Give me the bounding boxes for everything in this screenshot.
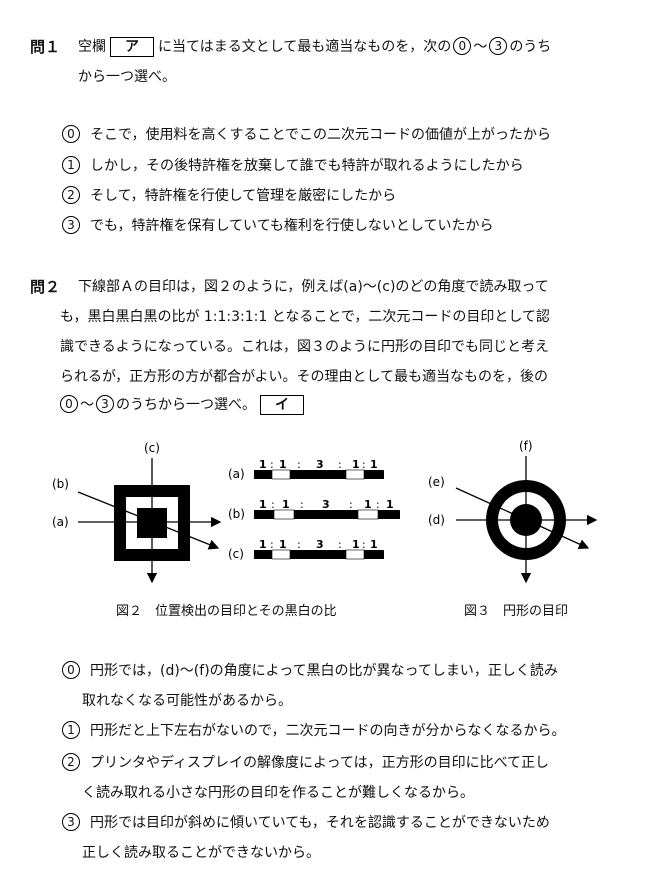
svg-text:3: 3 bbox=[316, 538, 324, 551]
q1-blank-box: ア bbox=[110, 37, 154, 57]
q1-text-c: のうち bbox=[509, 39, 552, 55]
q2-option-2[interactable]: 2 プリンタやディスプレイの解像度によっては，正方形の目印に比べて正し bbox=[60, 752, 549, 772]
svg-text::: : bbox=[338, 538, 342, 551]
q1-option-2[interactable]: 2 そして，特許権を行使して管理を厳密にしたから bbox=[60, 185, 396, 205]
svg-text:1: 1 bbox=[352, 538, 360, 551]
q1-stem-line2: から一つ選べ。 bbox=[78, 69, 176, 85]
svg-text:1: 1 bbox=[279, 538, 287, 551]
q2-text: のうちから一つ選べ。 bbox=[116, 397, 256, 413]
tilde: 〜 bbox=[473, 39, 488, 55]
circled-number: 1 bbox=[62, 156, 80, 174]
circled-number: 0 bbox=[60, 395, 78, 413]
svg-text::: : bbox=[362, 458, 366, 471]
q2-option-3-cont: 正しく読み取ることができないから。 bbox=[82, 845, 320, 861]
svg-text:(b): (b) bbox=[228, 507, 245, 521]
svg-text::: : bbox=[270, 458, 274, 471]
label-e: (e) bbox=[428, 475, 445, 489]
svg-text:1: 1 bbox=[370, 538, 378, 551]
ratio-bar-b: (b) 1 : 1 : 3 : 1 : 1 bbox=[228, 498, 400, 521]
figure2-caption: 図２ 位置検出の目印とその黒白の比 bbox=[116, 604, 337, 619]
circled-number: 0 bbox=[62, 661, 80, 679]
svg-text:3: 3 bbox=[322, 498, 330, 511]
q1-option-0[interactable]: 0 そこで，使用料を高くすることでこの二次元コードの価値が上がったから bbox=[60, 124, 551, 144]
option-text: 円形では，(d)〜(f)の角度によって黒白の比が異なってしまい，正しく読み bbox=[90, 663, 558, 679]
svg-text::: : bbox=[271, 498, 275, 511]
svg-text:1: 1 bbox=[370, 458, 378, 471]
svg-text:1: 1 bbox=[282, 498, 290, 511]
option-text: 円形では目印が斜めに傾いていても，それを認識することができないため bbox=[90, 815, 550, 831]
ratio-bar-a: (a) 1 : 1 : 3 : 1 : 1 bbox=[228, 458, 384, 481]
svg-text:1: 1 bbox=[259, 538, 267, 551]
svg-text::: : bbox=[349, 498, 353, 511]
tilde: 〜 bbox=[80, 397, 94, 413]
figure3-caption: 図３ 円形の目印 bbox=[464, 604, 569, 619]
ratio-bar-c: (c) 1 : 1 : 3 : 1 : 1 bbox=[228, 538, 384, 561]
svg-text::: : bbox=[376, 498, 380, 511]
label-c: (c) bbox=[144, 441, 160, 455]
circled-number: 0 bbox=[453, 37, 472, 55]
option-text: でも，特許権を保有していても権利を行使しないとしていたから bbox=[90, 218, 494, 234]
circled-number: 3 bbox=[489, 37, 508, 55]
svg-text:3: 3 bbox=[316, 458, 324, 471]
q2-stem-line3: 識できるようになっている。これは，図３のように円形の目印でも同じと考え bbox=[60, 339, 550, 355]
circled-number: 2 bbox=[62, 186, 80, 204]
q1-text-a: 空欄 bbox=[78, 39, 106, 55]
q2-option-2-cont: く読み取れる小さな円形の目印を作ることが難しくなるから。 bbox=[82, 785, 474, 801]
svg-text::: : bbox=[338, 458, 342, 471]
svg-text::: : bbox=[362, 538, 366, 551]
svg-text:1: 1 bbox=[259, 458, 267, 471]
svg-text:1: 1 bbox=[364, 498, 372, 511]
q2-stem-line1: 下線部Ａの目印は，図２のように，例えば(a)〜(c)のどの角度で読み取って bbox=[78, 279, 549, 295]
svg-text:(a): (a) bbox=[228, 467, 245, 481]
label-b: (b) bbox=[52, 477, 69, 491]
svg-text:1: 1 bbox=[259, 498, 267, 511]
circled-number: 1 bbox=[62, 721, 80, 739]
circled-number: 3 bbox=[96, 395, 114, 413]
q2-label: 問２ bbox=[30, 278, 61, 296]
arrow-b bbox=[77, 491, 220, 550]
svg-text::: : bbox=[297, 458, 301, 471]
option-text: そこで，使用料を高くすることでこの二次元コードの価値が上がったから bbox=[90, 127, 552, 143]
figure-area: (c) (b) (a) (a) 1 : 1 : 3 : 1 : 1 (b) 1 … bbox=[52, 439, 598, 584]
svg-text:1: 1 bbox=[386, 498, 394, 511]
label-d: (d) bbox=[428, 513, 445, 527]
svg-text:(c): (c) bbox=[228, 547, 244, 561]
svg-text:1: 1 bbox=[352, 458, 360, 471]
q1-option-3[interactable]: 3 でも，特許権を保有していても権利を行使しないとしていたから bbox=[60, 215, 493, 235]
q2-stem-line2: も，黒白黒白黒の比が 1:1:3:1:1 となることで，二次元コードの目印として… bbox=[60, 309, 550, 325]
label-f: (f) bbox=[519, 439, 533, 453]
svg-text:1: 1 bbox=[279, 458, 287, 471]
q2-option-0[interactable]: 0 円形では，(d)〜(f)の角度によって黒白の比が異なってしまい，正しく読み bbox=[60, 660, 558, 680]
q2-option-3[interactable]: 3 円形では目印が斜めに傾いていても，それを認識することができないため bbox=[60, 812, 550, 832]
circled-number: 3 bbox=[62, 813, 80, 831]
option-text: しかし，その後特許権を放棄して誰でも特許が取れるようにしたから bbox=[90, 158, 524, 174]
circled-number: 3 bbox=[62, 216, 80, 234]
arrow-e bbox=[455, 487, 590, 549]
q1-label: 問１ bbox=[30, 38, 61, 56]
q2-option-1[interactable]: 1 円形だと上下左右がないので，二次元コードの向きが分からなくなるから。 bbox=[60, 720, 565, 740]
circled-number: 0 bbox=[62, 125, 80, 143]
svg-text::: : bbox=[270, 538, 274, 551]
q2-option-0-cont: 取れなくなる可能性があるから。 bbox=[82, 693, 292, 709]
option-text: プリンタやディスプレイの解像度によっては，正方形の目印に比べて正し bbox=[90, 755, 550, 771]
q1-option-1[interactable]: 1 しかし，その後特許権を放棄して誰でも特許が取れるようにしたから bbox=[60, 155, 524, 175]
label-a: (a) bbox=[52, 515, 69, 529]
q2-blank-box: イ bbox=[260, 395, 304, 415]
q1-text-b: に当てはまる文として最も適当なものを，次の bbox=[158, 39, 452, 55]
q2-stem-line4: られるが，正方形の方が都合がよい。その理由として最も適当なものを，後の bbox=[60, 369, 549, 385]
option-text: そして，特許権を行使して管理を厳密にしたから bbox=[90, 188, 397, 204]
svg-text::: : bbox=[297, 538, 301, 551]
circled-number: 2 bbox=[62, 753, 80, 771]
option-text: 円形だと上下左右がないので，二次元コードの向きが分からなくなるから。 bbox=[90, 723, 566, 739]
svg-text::: : bbox=[300, 498, 304, 511]
